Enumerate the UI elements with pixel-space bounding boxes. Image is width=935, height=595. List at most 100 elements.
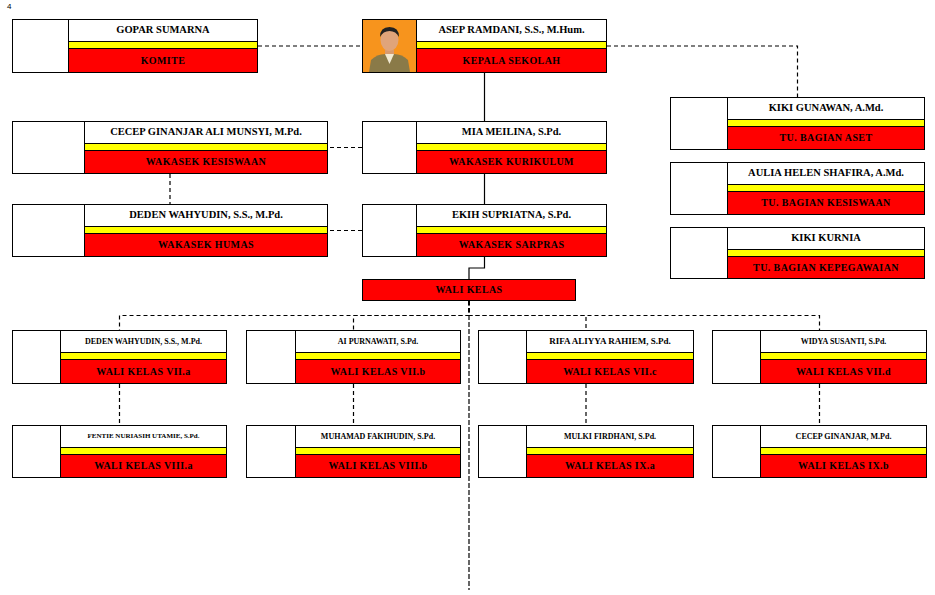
connector-line [484,174,485,204]
text-column: MUHAMAD FAKIHUDIN, S.Pd.WALI KELAS VIII.… [296,426,460,477]
person-box: EKIH SUPRIATNA, S.Pd. WAKASEK SARPRAS [362,204,607,257]
person-name: ASEP RAMDANI, S.S., M.Hum. [438,24,584,36]
yellow-stripe [417,41,606,49]
connector-line [819,384,820,425]
role-band: WAKASEK KURIKULUM [417,151,606,173]
role-band: TU. BAGIAN KEPEGAWAIAN [728,257,924,278]
person-box: DEDEN WAHYUDIN, S.S., M.Pd. WALI KELAS VI… [12,330,227,384]
role-band: WALI KELAS VII.c [527,360,693,383]
text-column: GOPAR SUMARNAKOMITE [69,20,257,72]
principal-photo [363,20,416,72]
person-box: MULKI FIRDHANI, S.Pd.WALI KELAS IX.a [478,425,694,478]
name-band: KIKI KURNIA [728,228,924,249]
name-band: DEDEN WAHYUDIN, S.S., M.Pd. [85,205,327,226]
connector-line [258,45,362,46]
role-band: WAKASEK KESISWAAN [85,151,327,173]
photo-frame [363,205,417,256]
role-band: KOMITE [69,49,257,72]
role-title: WALI KELAS VIII.a [94,460,193,472]
yellow-stripe [761,447,926,455]
person-box: KIKI KURNIA TU. BAGIAN KEPEGAWAIAN [670,227,925,279]
person-name: DEDEN WAHYUDIN, S.S., M.Pd. [129,209,283,221]
person-box: ASEP RAMDANI, S.S., M.Hum. KEPALA SEKOLAH [362,19,607,73]
role-title: KEPALA SEKOLAH [463,55,561,67]
yellow-stripe [296,352,460,360]
yellow-stripe [85,143,327,151]
text-column: AULIA HELEN SHAFIRA, A.Md.TU. BAGIAN KES… [728,163,924,214]
yellow-stripe [728,119,924,127]
photo-frame [671,163,728,214]
yellow-stripe [527,447,693,455]
connector-line [120,301,470,330]
name-band: FENTIE NURIASIH UTAMIE, S.Pd. [61,426,226,447]
photo-uniform [369,54,410,72]
connector-line [469,301,820,330]
person-box: MIA MEILINA, S.Pd. WAKASEK KURIKULUM [362,121,607,174]
page-number: 4 [7,2,11,11]
connector-line [469,257,485,279]
name-band: KIKI GUNAWAN, A.Md. [728,98,924,119]
name-band: CECEP GINANJAR ALI MUNSYI, M.Pd. [85,122,327,143]
trunk-line [468,301,469,590]
yellow-stripe [761,352,926,360]
photo-frame [713,331,761,383]
role-band: WALI KELAS VIII.a [61,455,226,477]
yellow-stripe [296,447,460,455]
role-title: WAKASEK HUMAS [158,239,254,251]
text-column: CECEP GINANJAR ALI MUNSYI, M.Pd. WAKASEK … [85,122,327,173]
role-title: WALI KELAS VII.d [796,366,891,378]
photo-frame [247,426,296,477]
name-band: RIFA ALIYYA RAHIEM, S.Pd. [527,331,693,352]
name-band: CECEP GINANJAR, M.Pd. [761,426,926,447]
person-box: RIFA ALIYYA RAHIEM, S.Pd. WALI KELAS VII.… [478,330,694,384]
yellow-stripe [69,41,257,49]
photo-frame [13,20,69,72]
photo-frame [13,426,61,477]
text-column: ASEP RAMDANI, S.S., M.Hum. KEPALA SEKOLAH [417,20,606,72]
connector-line [585,384,586,425]
role-title: WALI KELAS IX.a [565,460,655,472]
yellow-stripe [527,352,693,360]
name-band: DEDEN WAHYUDIN, S.S., M.Pd. [61,331,226,352]
person-name: FENTIE NURIASIH UTAMIE, S.Pd. [88,432,200,440]
yellow-stripe [417,143,606,151]
photo-frame [713,426,761,477]
person-box: AI PURNAWATI, S.Pd.WALI KELAS VII.b [246,330,461,384]
name-band: WIDYA SUSANTI, S.Pd. [761,331,926,352]
person-name: AULIA HELEN SHAFIRA, A.Md. [748,167,904,179]
photo-hair [380,27,399,37]
role-title: WALI KELAS IX.b [798,460,889,472]
role-title: TU. BAGIAN KEPEGAWAIAN [753,262,899,274]
role-title: WALI KELAS VII.b [331,366,426,378]
role-band: KEPALA SEKOLAH [417,49,606,72]
photo-background [363,20,416,72]
photo-frame [13,122,85,173]
person-name: KIKI KURNIA [791,232,861,244]
photo-frame [671,98,728,149]
person-name: MIA MEILINA, S.Pd. [462,126,561,138]
role-band: WAKASEK HUMAS [85,234,327,256]
yellow-stripe [728,184,924,192]
text-column: DEDEN WAHYUDIN, S.S., M.Pd. WALI KELAS VI… [61,331,226,383]
role-title: WALI KELAS VII.a [96,366,190,378]
role-band: WAKASEK SARPRAS [417,234,606,256]
connector-line [328,230,362,231]
role-title: WALI KELAS VIII.b [328,460,427,472]
role-band: WALI KELAS VII.b [296,360,460,383]
connector-line [484,73,485,121]
text-column: WIDYA SUSANTI, S.Pd. WALI KELAS VII.d [761,331,926,383]
person-box: AULIA HELEN SHAFIRA, A.Md.TU. BAGIAN KES… [670,162,925,215]
name-band: EKIH SUPRIATNA, S.Pd. [417,205,606,226]
person-name: CECEP GINANJAR, M.Pd. [796,432,892,441]
role-band: WALI KELAS VII.a [61,360,226,383]
text-column: MIA MEILINA, S.Pd. WAKASEK KURIKULUM [417,122,606,173]
yellow-stripe [85,226,327,234]
person-box: GOPAR SUMARNAKOMITE [12,19,258,73]
section-title: WALI KELAS [435,284,502,296]
role-title: WAKASEK KURIKULUM [449,156,574,168]
name-band: AULIA HELEN SHAFIRA, A.Md. [728,163,924,184]
text-column: CECEP GINANJAR, M.Pd. WALI KELAS IX.b [761,426,926,477]
text-column: DEDEN WAHYUDIN, S.S., M.Pd. WAKASEK HUMAS [85,205,327,256]
person-box: CECEP GINANJAR, M.Pd. WALI KELAS IX.b [712,425,927,478]
text-column: KIKI KURNIA TU. BAGIAN KEPEGAWAIAN [728,228,924,278]
